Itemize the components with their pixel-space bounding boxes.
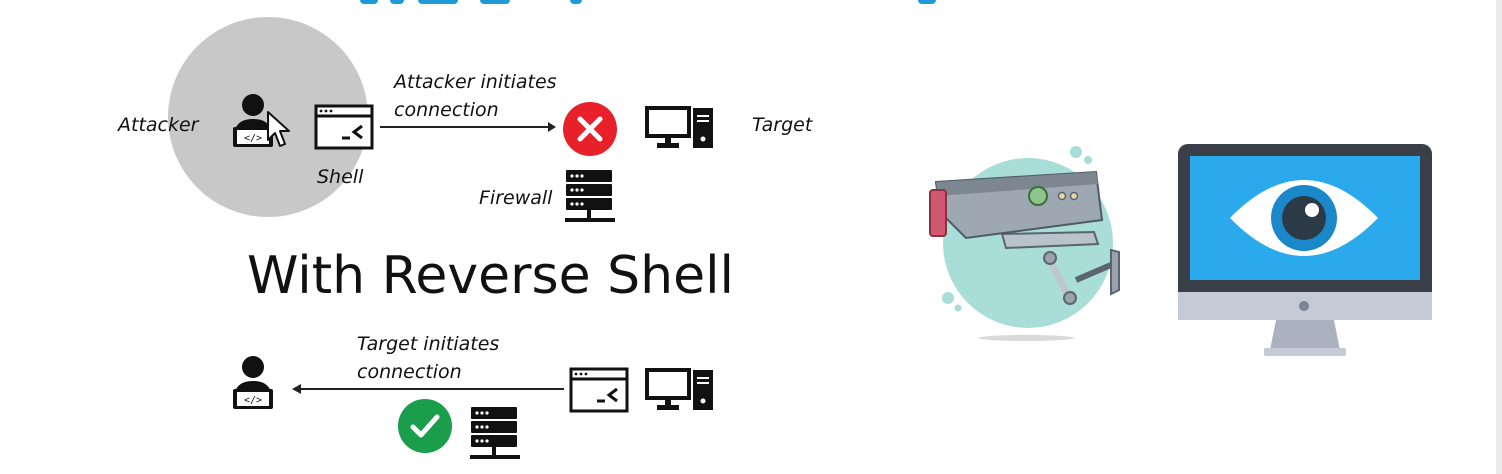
section-heading: With Reverse Shell — [247, 246, 734, 306]
top-title-fragment — [330, 0, 950, 6]
shell-label: Shell — [317, 166, 364, 188]
target-computer-icon — [645, 106, 713, 148]
attacker-icon-lower: </> — [233, 356, 273, 409]
attacker-icon: </> — [233, 94, 273, 147]
attacker-label: Attacker — [118, 114, 199, 136]
right-edge-strip — [1496, 0, 1502, 474]
shell-terminal-icon-lower — [569, 367, 629, 413]
svg-text:</>: </> — [244, 395, 262, 406]
shell-terminal-icon — [314, 104, 374, 150]
inbound-arrow — [292, 384, 564, 394]
target-computer-icon-lower — [645, 368, 713, 410]
mouse-cursor-icon — [267, 111, 290, 147]
blocked-x-icon — [563, 102, 617, 156]
svg-text:</>: </> — [244, 133, 262, 144]
firewall-server-icon-lower — [470, 407, 520, 459]
allowed-check-icon — [398, 399, 452, 453]
firewall-server-icon — [565, 170, 615, 222]
target-label: Target — [752, 114, 813, 136]
target-initiates-label: Target initiates connection — [357, 333, 500, 383]
firewall-label: Firewall — [479, 187, 553, 209]
outbound-arrow — [380, 122, 556, 132]
attacker-initiates-label: Attacker initiates connection — [394, 71, 557, 121]
monitor-eye-illustration — [1178, 144, 1432, 356]
security-camera-illustration — [929, 146, 1120, 341]
